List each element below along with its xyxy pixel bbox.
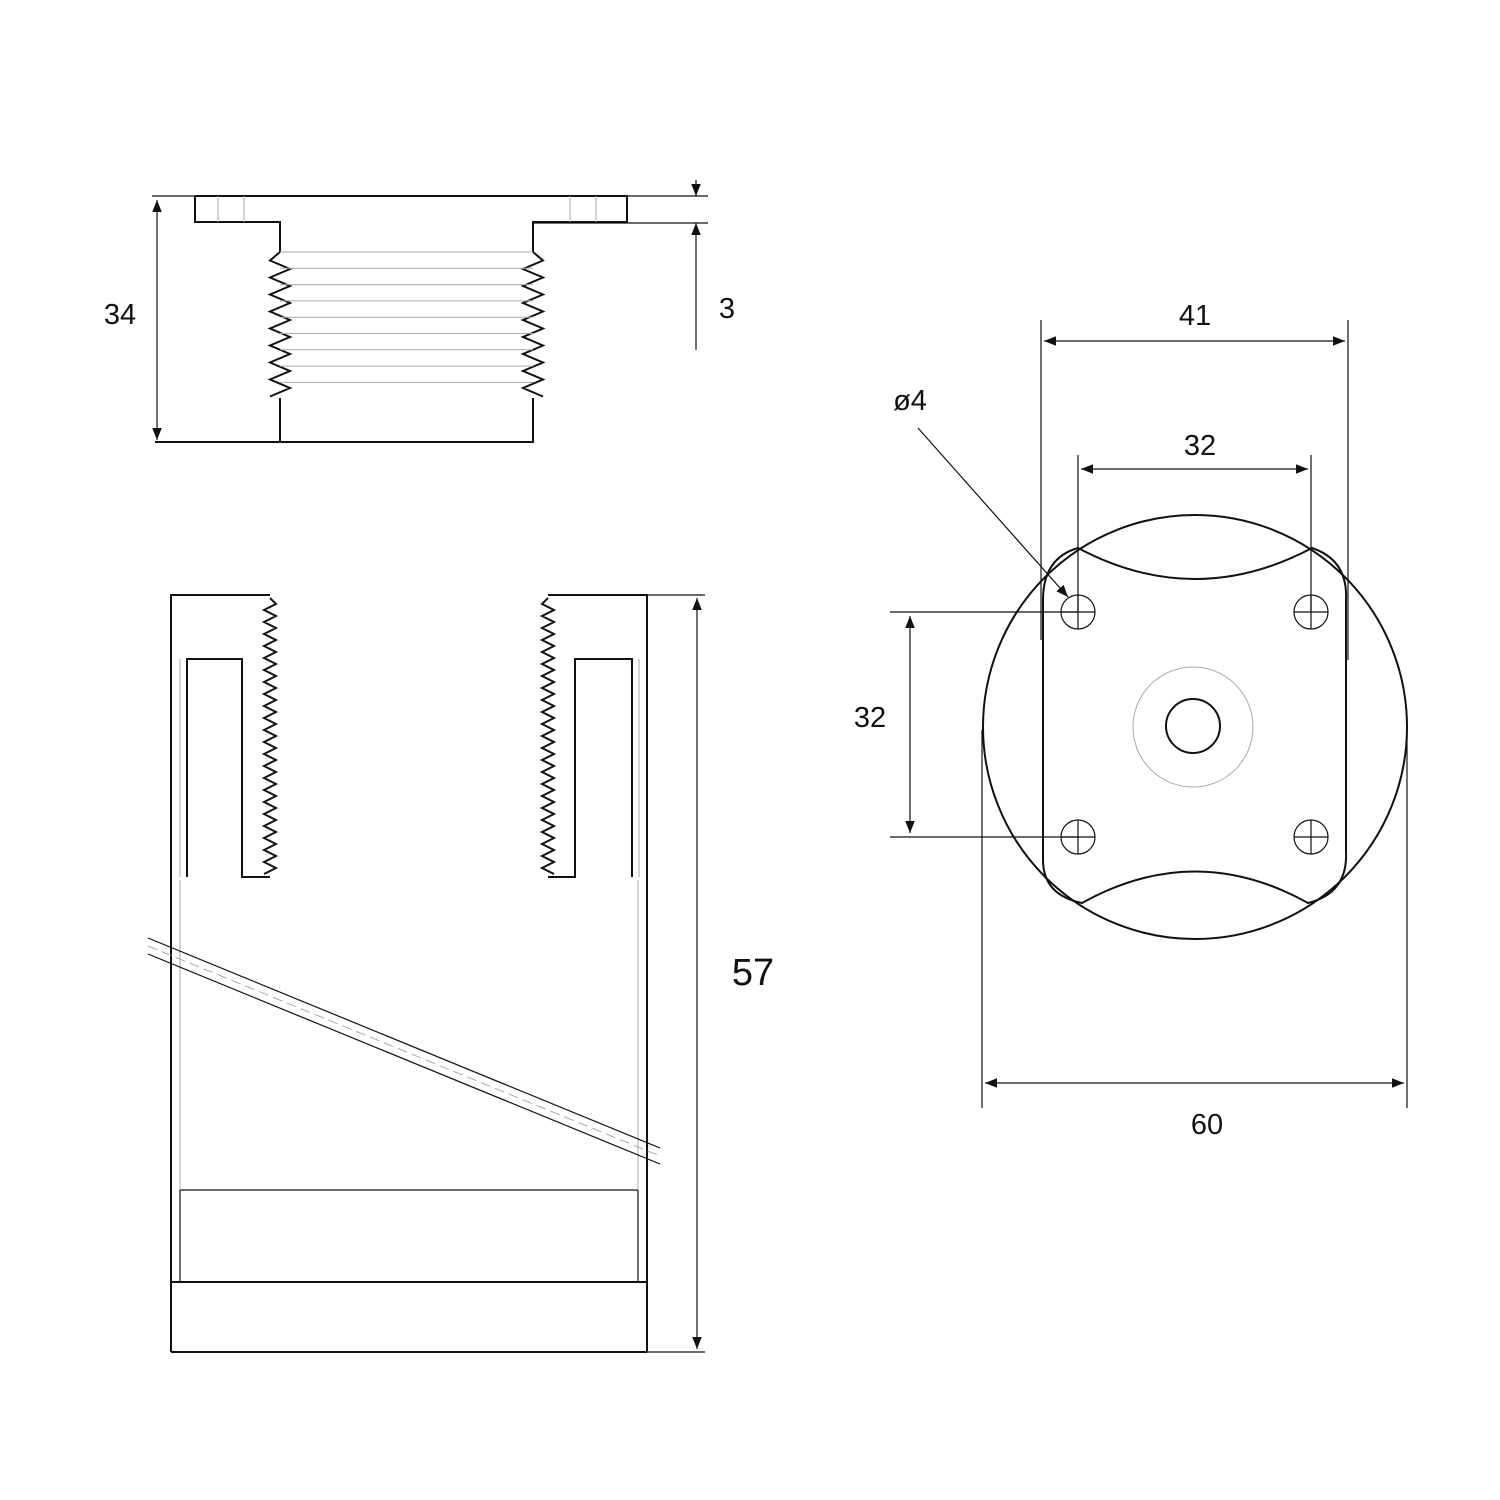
base-circle [982,514,1408,940]
dimension-label-57: 57 [732,952,774,994]
mounting-plate [1042,546,1348,905]
dimension-label-60: 60 [1191,1109,1223,1141]
mounting-plate-plan-view: 41 ø4 32 32 60 [854,300,1408,1141]
dimension-label-32-v: 32 [854,702,886,734]
break-line [147,937,661,1149]
dimension-label-3: 3 [719,293,735,325]
center-hole [1165,698,1221,754]
leg-side-view: 57 [147,594,774,1353]
thread-left [267,251,293,398]
threaded-insert-view: 34 3 [104,180,735,443]
thread-right [539,597,557,875]
dimension-label-41: 41 [1179,300,1211,332]
hole-leader-arrow [917,427,1069,598]
thread-right [520,251,546,398]
hole-diameter-label: ø4 [893,385,927,417]
thread-left [261,597,279,875]
dimension-label-34: 34 [104,299,136,331]
dimension-label-32-h: 32 [1184,430,1216,462]
